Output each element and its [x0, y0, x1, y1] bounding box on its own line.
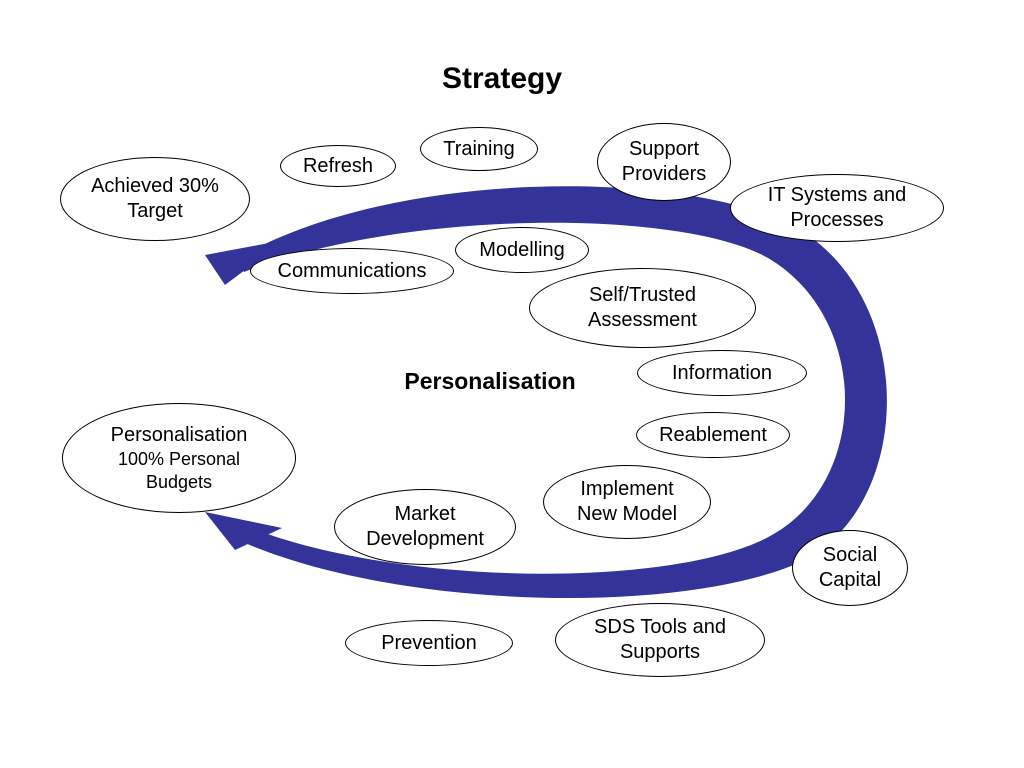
- node-line: Reablement: [659, 423, 767, 446]
- node-reablement: Reablement: [636, 412, 790, 458]
- node-line: Personalisation: [110, 424, 248, 446]
- node-line: SDS Tools and: [594, 616, 726, 638]
- node-communications: Communications: [250, 248, 454, 294]
- bottom-arrow-head: [205, 512, 282, 550]
- node-sds-tools: SDS Tools and Supports: [555, 603, 765, 677]
- node-line: Social: [822, 544, 878, 566]
- node-personal-budgets: Personalisation 100% Personal Budgets: [62, 403, 296, 513]
- node-market-development: Market Development: [334, 489, 516, 565]
- node-line: Assessment: [588, 309, 697, 331]
- node-line: Refresh: [302, 154, 374, 177]
- node-line: Achieved 30%: [91, 175, 219, 197]
- node-prevention: Prevention: [345, 620, 513, 666]
- node-line: Information: [671, 361, 773, 384]
- node-line: Implement: [580, 478, 674, 500]
- center-label: Personalisation: [404, 368, 576, 394]
- node-line: Providers: [621, 163, 707, 185]
- node-modelling: Modelling: [455, 227, 589, 273]
- node-line: Budgets: [145, 471, 213, 492]
- node-line: IT Systems and: [767, 184, 907, 206]
- node-refresh: Refresh: [280, 145, 396, 187]
- node-support-providers: Support Providers: [597, 123, 731, 201]
- node-line: Supports: [619, 641, 701, 663]
- node-implement-model: Implement New Model: [543, 465, 711, 539]
- node-line: Development: [366, 528, 484, 550]
- cycle-arrow-body: [238, 186, 887, 599]
- node-line: Market: [394, 503, 456, 525]
- top-arrow-head: [205, 240, 285, 285]
- node-line: 100% Personal: [117, 449, 241, 469]
- node-it-systems: IT Systems and Processes: [730, 174, 944, 242]
- diagram-title: Strategy: [441, 62, 563, 95]
- node-self-assessment: Self/Trusted Assessment: [529, 268, 756, 348]
- node-line: Modelling: [479, 238, 565, 261]
- node-line: Support: [628, 138, 700, 160]
- node-training: Training: [420, 127, 538, 171]
- node-social-capital: Social Capital: [792, 530, 908, 606]
- node-line: Processes: [790, 209, 884, 231]
- node-line: Communications: [277, 259, 427, 282]
- node-line: Training: [443, 137, 515, 160]
- node-line: New Model: [576, 503, 678, 525]
- node-achieved-target: Achieved 30% Target: [60, 157, 250, 241]
- node-information: Information: [637, 350, 807, 396]
- node-line: Prevention: [381, 631, 477, 654]
- node-line: Capital: [818, 569, 882, 591]
- node-line: Self/Trusted: [588, 284, 697, 306]
- node-line: Target: [127, 200, 183, 222]
